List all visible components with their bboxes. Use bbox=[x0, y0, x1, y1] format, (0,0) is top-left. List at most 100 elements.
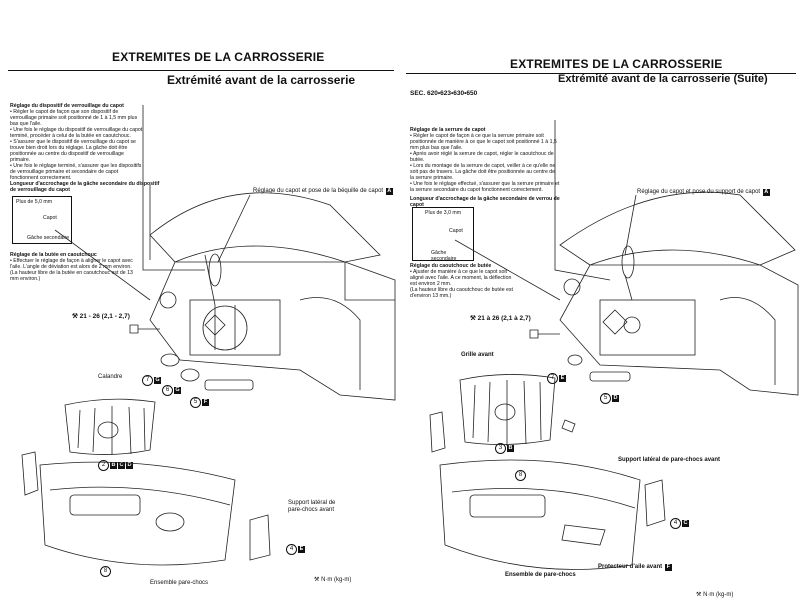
torque-label: ⚒ 21 à 26 (2,1 à 2,7) bbox=[470, 314, 531, 322]
latch-adjust-line: • Lors du montage de la serrure de capot… bbox=[410, 163, 556, 181]
bumper-heading: Réglage du caoutchouc de butée bbox=[410, 263, 492, 269]
callout-number: 5 bbox=[190, 397, 201, 408]
callout-number: 6 bbox=[162, 385, 173, 396]
hook-heading: Longueur d'accrochage de la gâche second… bbox=[10, 181, 160, 193]
hood-support-label: Réglage du capot et pose de la béquille … bbox=[253, 188, 393, 195]
hook-gache-label: Gâche secondaire bbox=[431, 250, 457, 262]
page-subtitle: Extrémité avant de la carrosserie (Suite… bbox=[558, 73, 768, 85]
bumper-line: • Effectuer le réglage de façon à aligne… bbox=[10, 258, 133, 282]
bumper-outline bbox=[439, 459, 641, 570]
bumper-line: • Ajuster de manière à ce que le capot s… bbox=[410, 269, 512, 287]
lock-adjust-heading: Réglage du dispositif de verrouillage du… bbox=[10, 103, 124, 109]
hook-inset-box: Plus de 5,0 mm Capot Gâche secondaire bbox=[12, 196, 72, 244]
support-lateral-label: Support latéral de pare-chocs avant bbox=[618, 457, 721, 463]
unit-label: ⚒ N·m (kg-m) bbox=[314, 577, 351, 584]
bumper-note: Réglage du caoutchouc de butée • Ajuster… bbox=[410, 263, 515, 299]
hood-outline bbox=[559, 191, 796, 266]
callout-number: 8 bbox=[515, 470, 526, 481]
callout-number: 2 bbox=[98, 460, 109, 471]
sec-label: SEC. 620•623•630•650 bbox=[410, 90, 478, 97]
callout-8: 8 bbox=[100, 566, 111, 577]
latch-adjust-heading: Réglage de la serrure de capot bbox=[410, 127, 486, 133]
torque-unit-icon: ⚒ bbox=[696, 592, 702, 598]
key-badge: D bbox=[126, 462, 133, 469]
bumper-note: Réglage de la butée en caoutchouc • Effe… bbox=[10, 252, 135, 282]
lock-adjust-line: • S'assurer que le dispositif de verroui… bbox=[10, 139, 136, 163]
page-title: EXTREMITES DE LA CARROSSERIE bbox=[510, 57, 723, 71]
hook-heading: Longueur d'accrochage de la gâche second… bbox=[410, 196, 570, 208]
calandre-label: Calandre bbox=[98, 374, 123, 380]
unit-text: N·m (kg-m) bbox=[321, 577, 352, 583]
lock-adjust-line: • Une fois le réglage du dispositif de v… bbox=[10, 127, 143, 139]
car-front-diagram bbox=[21, 105, 396, 566]
protecteur-text: Protecteur d'aile avant bbox=[598, 564, 663, 570]
callout-number: 7 bbox=[142, 375, 153, 386]
ensemble-label: Ensemble pare-chocs bbox=[150, 580, 209, 586]
hook-plus-label: Plus de 5,0 mm bbox=[16, 199, 53, 205]
hood-support-text: Réglage du capot et pose de la béquille … bbox=[253, 188, 384, 194]
title-rule bbox=[8, 70, 394, 71]
torque-unit-icon: ⚒ bbox=[314, 577, 320, 583]
torque-label: ⚒ 21 - 26 (2,1 - 2,7) bbox=[72, 312, 130, 320]
latch-adjust-note: Réglage de la serrure de capot • Régler … bbox=[410, 127, 560, 193]
key-badge: D bbox=[612, 395, 619, 402]
left-page: EXTREMITES DE LA CARROSSERIE Extrémité a… bbox=[8, 50, 396, 586]
hood-outline bbox=[149, 192, 381, 263]
grille-label: Grille avant bbox=[461, 352, 494, 358]
callout-number: 8 bbox=[100, 566, 111, 577]
key-badge: E bbox=[559, 375, 566, 382]
page-title: EXTREMITES DE LA CARROSSERIE bbox=[112, 50, 325, 64]
key-badge: C bbox=[682, 520, 689, 527]
ensemble-label: Ensemble de pare-chocs bbox=[505, 572, 576, 578]
wheel-arch bbox=[299, 297, 361, 390]
key-badge: F bbox=[202, 399, 209, 406]
callout-number: 4 bbox=[286, 544, 297, 555]
car-front-diagram bbox=[429, 120, 799, 570]
support-lateral-label: Support latéral de pare-chocs avant bbox=[288, 500, 336, 513]
key-badge: C bbox=[118, 462, 125, 469]
page-subtitle: Extrémité avant de la carrosserie bbox=[167, 73, 356, 87]
torque-wrench-icon: ⚒ bbox=[72, 313, 78, 320]
grille-outline bbox=[459, 374, 556, 445]
grille-outline bbox=[64, 398, 156, 455]
torque-wrench-icon: ⚒ bbox=[470, 315, 476, 322]
key-badge: G bbox=[174, 387, 181, 394]
key-badge: A bbox=[385, 188, 393, 195]
right-page: EXTREMITES DE LA CARROSSERIE Extrémité a… bbox=[400, 0, 800, 613]
unit-label: ⚒ N·m (kg-m) bbox=[696, 592, 733, 599]
key-badge: B bbox=[507, 445, 514, 452]
hook-heading-text: Longueur d'accrochage de la gâche second… bbox=[410, 196, 560, 208]
body-outline bbox=[149, 261, 396, 401]
key-badge: E bbox=[298, 546, 305, 553]
latch-adjust-line: • Une fois le réglage effectué, s'assure… bbox=[410, 181, 560, 193]
torque-value: 21 - 26 (2,1 - 2,7) bbox=[79, 313, 130, 320]
callout-8: 8 bbox=[515, 470, 526, 481]
bumper-line: (La hauteur libre du caoutchouc de butée… bbox=[410, 287, 513, 299]
hook-plus-label: Plus de 3,0 mm bbox=[425, 210, 462, 216]
hook-capot-label: Capot bbox=[43, 215, 57, 221]
torque-value: 21 à 26 (2,1 à 2,7) bbox=[477, 315, 531, 322]
hook-heading-text: Longueur d'accrochage de la gâche second… bbox=[10, 181, 160, 193]
title-rule bbox=[406, 73, 796, 74]
latch-adjust-line: • Régler le capot de façon à ce que la s… bbox=[410, 133, 557, 151]
body-outline bbox=[559, 264, 799, 396]
hook-capot-label: Capot bbox=[449, 228, 463, 234]
hook-inset-box: Plus de 3,0 mm Capot Gâche secondaire bbox=[412, 207, 474, 262]
key-badge: B bbox=[110, 462, 117, 469]
callout-number: 4 bbox=[670, 518, 681, 529]
callout-number: 5 bbox=[600, 393, 611, 404]
bumper-heading: Réglage de la butée en caoutchouc bbox=[10, 252, 97, 258]
key-badge: G bbox=[154, 377, 161, 384]
lock-adjust-line: • Une fois le réglage terminé, s'assurer… bbox=[10, 163, 142, 181]
bumper-outline bbox=[39, 461, 236, 566]
lock-adjust-note: Réglage du dispositif de verrouillage du… bbox=[10, 103, 145, 181]
key-badge: F bbox=[664, 564, 672, 571]
